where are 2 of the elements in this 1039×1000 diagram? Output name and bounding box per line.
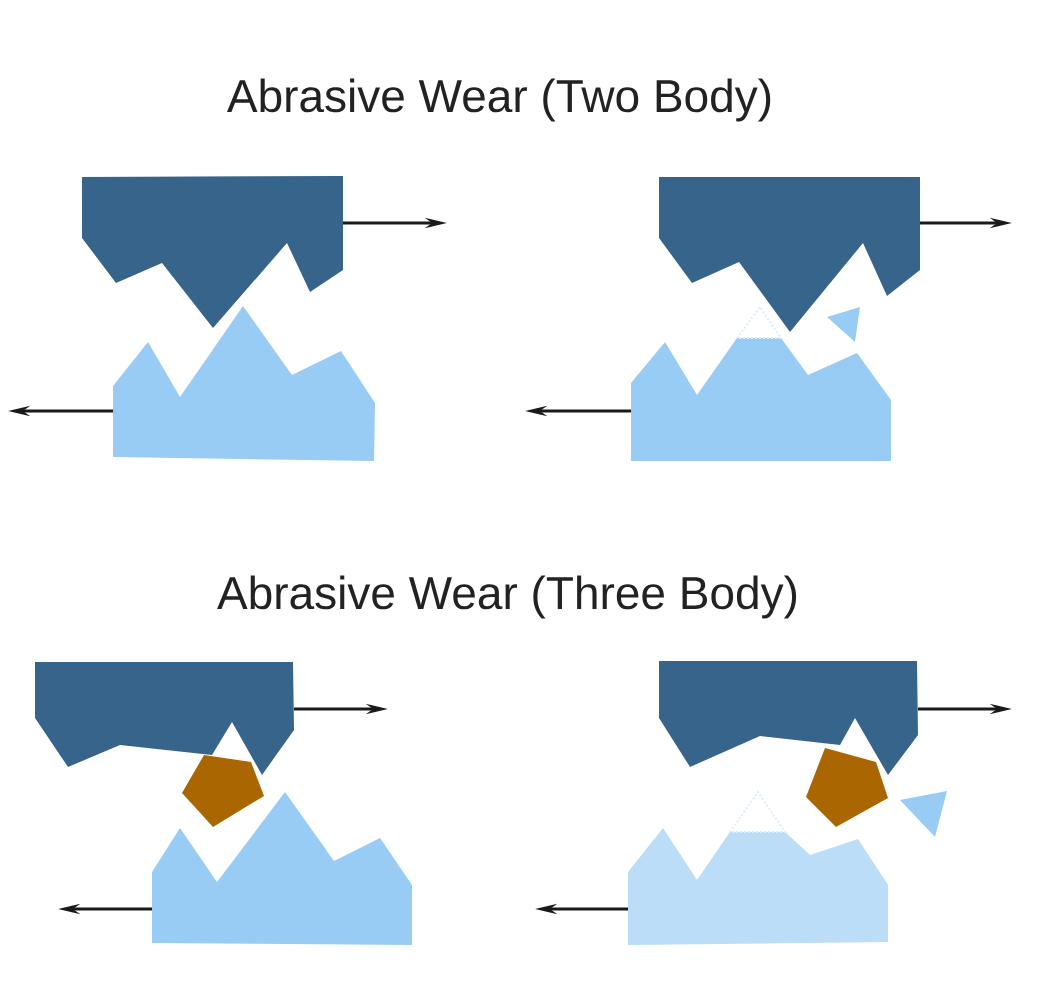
heading: Abrasive Wear (Two Body) bbox=[227, 78, 771, 122]
heading: Abrasive Wear (Three Body) bbox=[217, 575, 797, 619]
